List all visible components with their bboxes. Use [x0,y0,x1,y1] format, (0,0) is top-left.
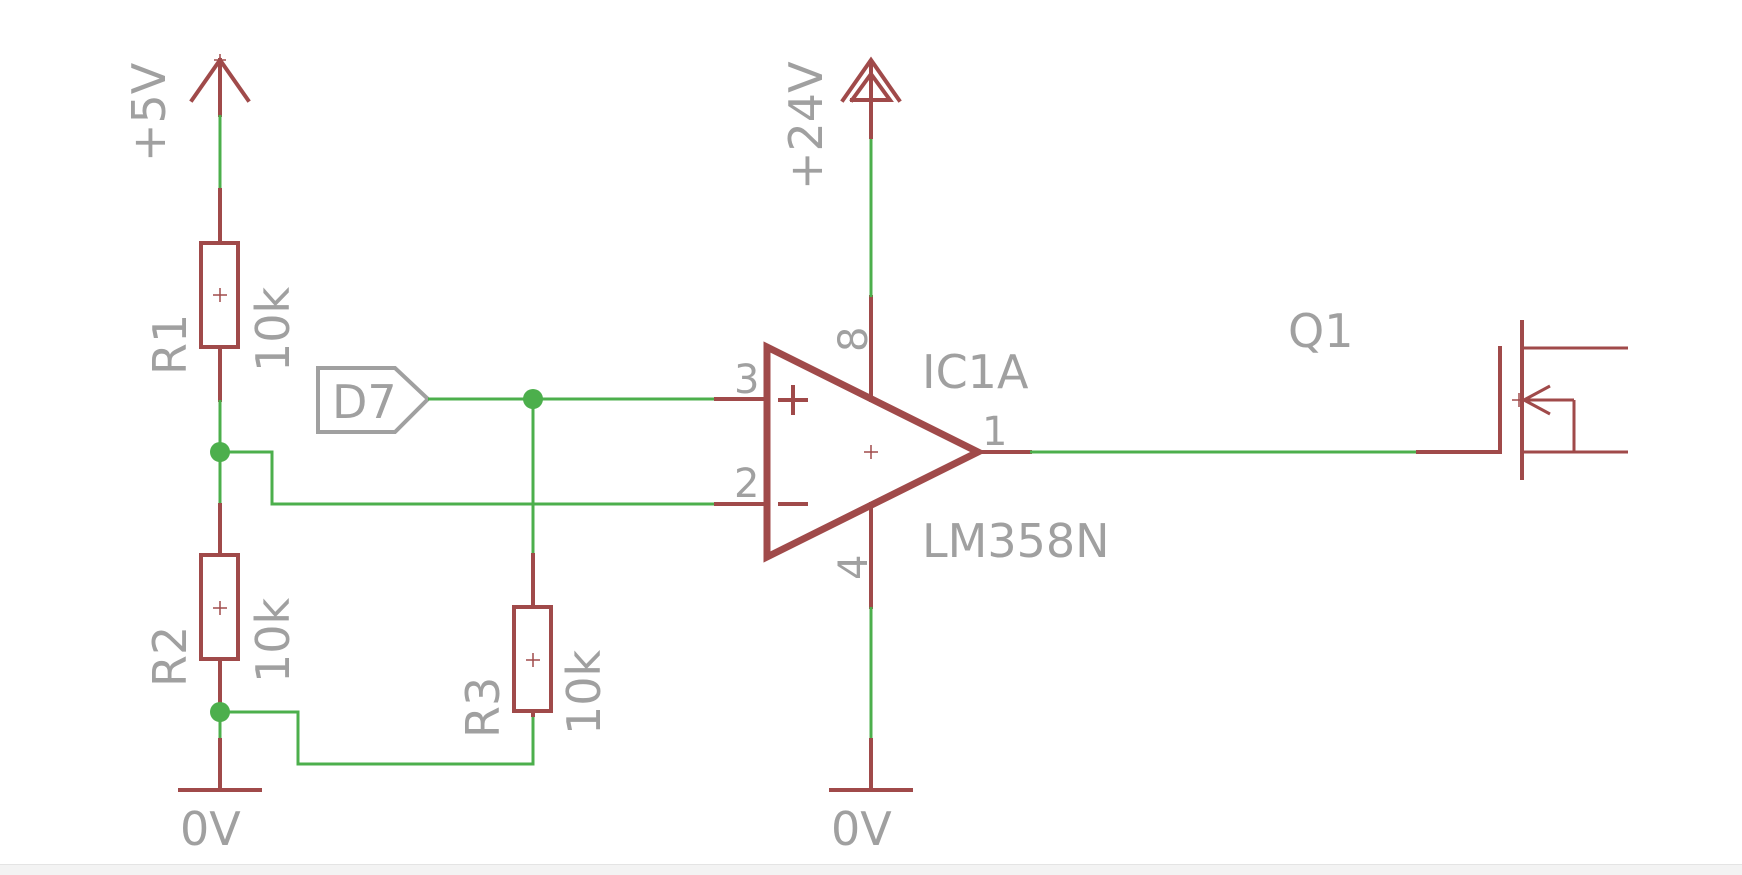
vcc-5v-label: +5V [122,62,176,162]
opamp-pin-1: 1 [982,409,1007,455]
resistor-r2[interactable] [199,553,240,661]
resistor-r2-name: R2 [143,626,197,687]
resistor-r3-name: R3 [456,677,510,738]
vcc-24v-symbol[interactable] [840,56,902,103]
ground-mid-label: 0V [831,802,892,856]
resistor-r1-value: 10k [246,286,300,372]
mosfet-q1[interactable] [1498,320,1628,480]
port-d7[interactable] [316,366,431,434]
mosfet-q1-name: Q1 [1288,304,1353,358]
vcc-24v-label: +24V [779,61,833,190]
ground-left-label: 0V [180,802,241,856]
junction-dot-bottom-left [210,702,230,722]
bottom-scroll-strip [0,864,1742,875]
resistor-r1-name: R1 [143,314,197,375]
vcc-5v-symbol[interactable] [189,54,251,117]
resistor-r3[interactable] [512,605,553,713]
resistor-r3-value: 10k [557,649,611,735]
opamp-name: IC1A [922,345,1029,399]
opamp-pin-3: 3 [734,357,759,403]
resistor-r2-value: 10k [246,597,300,683]
junction-dot-mid-left [210,442,230,462]
wire-gnd-to-r3[interactable] [220,710,535,766]
wire-divider-to-inv[interactable] [220,450,716,506]
resistor-r1[interactable] [199,241,240,349]
opamp-part: LM358N [922,514,1110,568]
opamp-pin-2: 2 [734,461,759,507]
port-d7-label: D7 [332,375,397,429]
